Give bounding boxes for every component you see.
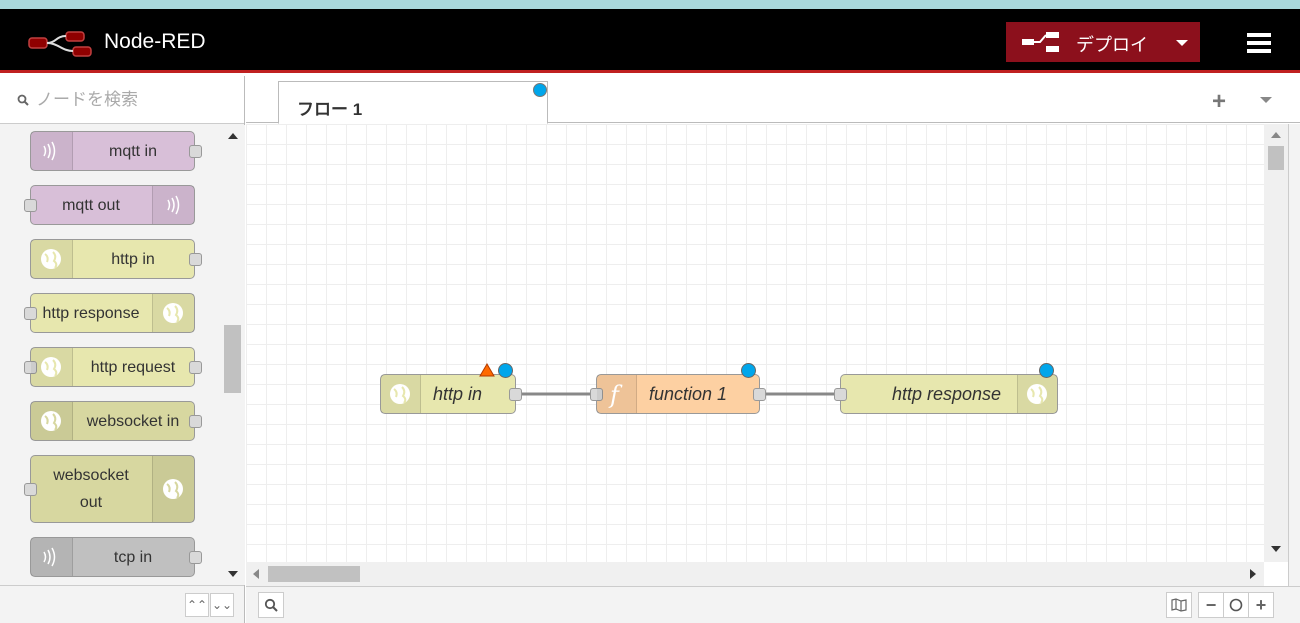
scroll-down-arrow-icon[interactable] (1271, 546, 1281, 552)
workspace-footer: − + (246, 586, 1300, 623)
flow-canvas[interactable]: http in f function 1 http response (246, 124, 1264, 562)
search-flows-button[interactable] (258, 592, 284, 618)
scroll-down-arrow-icon[interactable] (228, 571, 238, 577)
input-port[interactable] (24, 483, 37, 496)
globe-icon (1017, 375, 1057, 413)
flow-node-label: http in (433, 384, 483, 404)
warning-triangle-icon (479, 363, 495, 377)
globe-icon (152, 294, 194, 332)
output-port[interactable] (509, 388, 522, 401)
output-port[interactable] (189, 145, 202, 158)
tab-label: フロー 1 (297, 100, 363, 119)
scroll-up-arrow-icon[interactable] (1271, 132, 1281, 138)
palette-node-label: tcp in (113, 548, 153, 566)
palette-scroll-thumb[interactable] (224, 325, 241, 393)
input-port[interactable] (24, 307, 37, 320)
zoom-out-icon[interactable]: − (1198, 592, 1224, 618)
zoom-in-icon[interactable]: + (1248, 592, 1274, 618)
palette-node-label: mqtt out (62, 196, 120, 214)
deploy-dropdown-caret-icon[interactable] (1176, 40, 1188, 46)
scroll-right-arrow-icon[interactable] (1250, 569, 1256, 579)
palette-node-http-in[interactable]: http in (30, 239, 202, 279)
palette-node-http-request[interactable]: http request (24, 347, 202, 387)
changed-indicator-icon (1039, 363, 1054, 378)
wifi-signal-icon (31, 132, 73, 170)
collapse-all-icon[interactable]: ⌃⌃ (185, 593, 209, 617)
flow-node-http-response[interactable]: http response (834, 363, 1058, 414)
input-port[interactable] (590, 388, 603, 401)
scroll-left-arrow-icon[interactable] (253, 569, 259, 579)
wifi-signal-icon (31, 538, 73, 576)
globe-icon (31, 402, 73, 440)
changed-indicator-icon (533, 83, 547, 97)
globe-icon (152, 456, 194, 522)
search-icon (17, 94, 29, 106)
palette-node-label-line2: out (79, 494, 103, 511)
flow-node-http-in[interactable]: http in (380, 363, 522, 414)
sidebar-collapsed-edge[interactable] (1288, 124, 1300, 586)
palette-scrollbar[interactable] (221, 125, 245, 585)
palette-node-http-response[interactable]: http response (24, 293, 195, 333)
header-bar: Node-RED デプロイ (0, 9, 1300, 73)
canvas-vertical-scroll-thumb[interactable] (1268, 146, 1284, 170)
scroll-up-arrow-icon[interactable] (228, 133, 238, 139)
output-port[interactable] (753, 388, 766, 401)
palette-node-label: websocket out (31, 456, 151, 522)
palette-node-websocket-in[interactable]: websocket in (30, 401, 202, 441)
globe-icon (381, 375, 421, 413)
output-port[interactable] (189, 253, 202, 266)
deploy-button-label: デプロイ (1076, 35, 1148, 55)
node-red-logo-icon (28, 31, 92, 57)
palette-node-label: http response (42, 304, 140, 322)
app-title: Node-RED (104, 30, 206, 53)
palette-node-label: websocket in (86, 412, 180, 430)
changed-indicator-icon (741, 363, 756, 378)
input-port[interactable] (24, 361, 37, 374)
search-icon (264, 598, 278, 612)
function-icon: f (597, 375, 637, 413)
canvas-horizontal-scroll-thumb[interactable] (268, 566, 360, 582)
flow-node-label: function 1 (649, 384, 728, 404)
output-port[interactable] (189, 551, 202, 564)
palette-node-mqtt-out[interactable]: mqtt out (24, 185, 195, 225)
flow-node-label: http response (892, 384, 1002, 404)
palette-node-tcp-in[interactable]: tcp in (30, 537, 202, 577)
globe-icon (31, 240, 73, 278)
deploy-icon (1022, 32, 1059, 52)
changed-indicator-icon (498, 363, 513, 378)
flow-node-function-1[interactable]: f function 1 (590, 363, 766, 414)
palette-node-label: mqtt in (108, 142, 157, 160)
palette-node-mqtt-in[interactable]: mqtt in (30, 131, 202, 171)
hamburger-menu-icon[interactable] (1247, 33, 1271, 53)
palette-node-list: mqtt in mqtt out http in http response (0, 125, 221, 585)
palette-node-label: http request (90, 358, 176, 376)
tab-list-caret-icon[interactable] (1260, 97, 1272, 103)
window-top-strip (0, 0, 1300, 9)
expand-all-icon[interactable]: ⌄⌄ (210, 593, 234, 617)
palette-node-label: http in (111, 250, 155, 268)
output-port[interactable] (189, 361, 202, 374)
svg-text:f: f (608, 381, 623, 409)
deploy-button[interactable]: デプロイ (1006, 22, 1200, 62)
palette-node-label-line1: websocket (53, 467, 129, 484)
palette-footer: ⌃⌃ ⌄⌄ (0, 585, 244, 623)
wifi-signal-icon (152, 186, 194, 224)
palette-node-websocket-out[interactable]: websocket out (24, 455, 195, 523)
tab-flow-1[interactable]: フロー 1 (278, 81, 548, 124)
palette-search-box (0, 76, 244, 124)
workspace-tab-bar: フロー 1 + (246, 76, 1300, 124)
zoom-reset-icon[interactable] (1223, 592, 1249, 618)
input-port[interactable] (834, 388, 847, 401)
canvas-horizontal-scrollbar[interactable] (246, 562, 1264, 586)
flow-wires (522, 392, 834, 396)
globe-icon (31, 348, 73, 386)
node-palette: mqtt in mqtt out http in http response (0, 76, 245, 623)
canvas-vertical-scrollbar[interactable] (1264, 124, 1288, 562)
input-port[interactable] (24, 199, 37, 212)
output-port[interactable] (189, 415, 202, 428)
navigator-map-icon[interactable] (1166, 592, 1192, 618)
palette-search-input[interactable] (36, 88, 236, 112)
add-flow-plus-icon[interactable]: + (1212, 88, 1227, 115)
